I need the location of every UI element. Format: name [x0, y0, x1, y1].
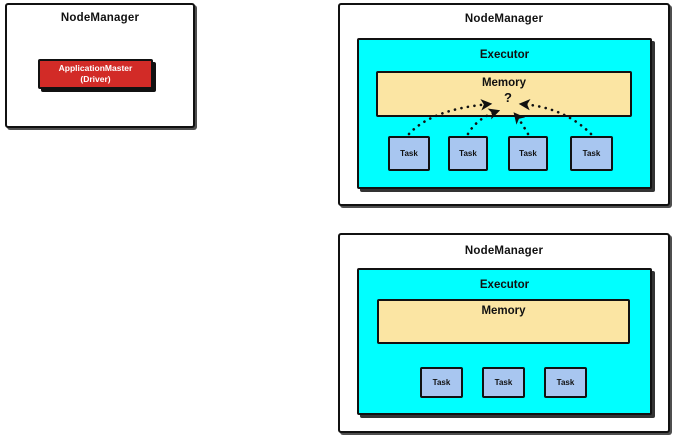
task-box: Task [448, 136, 488, 171]
memory-label: Memory [481, 305, 526, 317]
nodemanager-executor-box-bottom: NodeManager Executor Memory Task Task Ta… [338, 233, 670, 433]
executor-label: Executor [479, 279, 530, 291]
nodemanager-executor-box-top: NodeManager Executor Memory Task Task Ta… [338, 3, 670, 206]
task-box: Task [544, 367, 587, 398]
executor-label: Executor [479, 49, 530, 61]
task-box: Task [508, 136, 548, 171]
task-box: Task [420, 367, 463, 398]
executor-box: Executor Memory Task Task Task Task ? [357, 38, 652, 189]
application-master-label: ApplicationMaster [58, 62, 133, 73]
memory-box: Memory [377, 299, 630, 344]
executor-box: Executor Memory Task Task Task [357, 268, 652, 415]
nodemanager-title: NodeManager [60, 12, 140, 24]
arrow-task3-to-memory [513, 112, 530, 136]
nodemanager-title: NodeManager [464, 245, 544, 257]
task-box: Task [388, 136, 430, 171]
memory-box: Memory [376, 71, 632, 117]
task-box: Task [570, 136, 613, 171]
driver-label: (Driver) [80, 74, 111, 84]
nodemanager-title: NodeManager [464, 13, 544, 25]
task-box: Task [482, 367, 525, 398]
application-master-driver-box: ApplicationMaster (Driver) [38, 59, 153, 89]
nodemanager-driver-box: NodeManager ApplicationMaster (Driver) [5, 3, 195, 128]
memory-label: Memory [481, 77, 527, 89]
